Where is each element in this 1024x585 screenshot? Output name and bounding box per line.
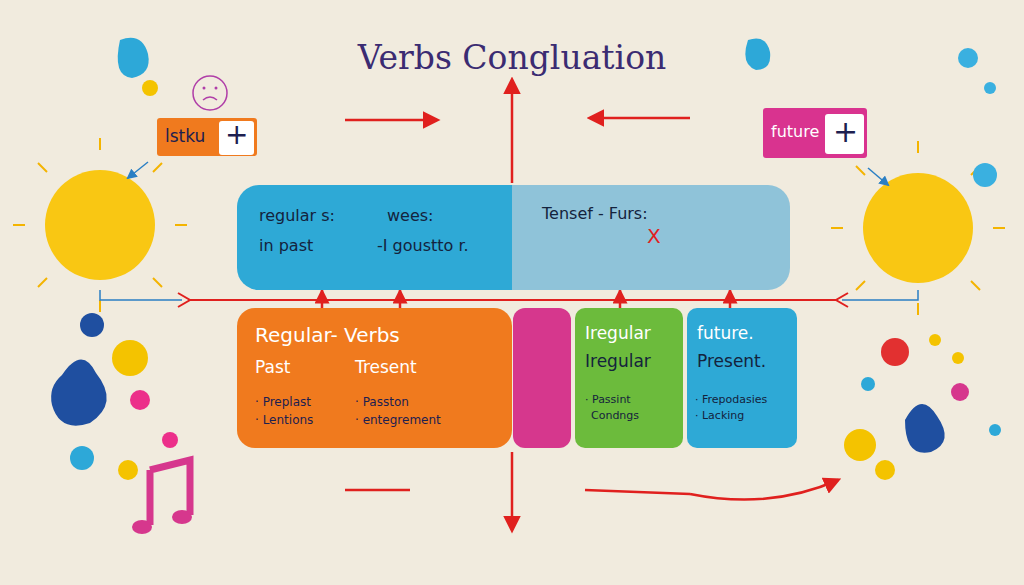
node-text: future. — [697, 324, 754, 344]
node-text: Regular- Verbs — [255, 324, 400, 347]
info-box: regular s: wees: in past -I goustto r. — [237, 185, 512, 290]
node-text: Present. — [697, 352, 766, 372]
tag-box: lstku + — [157, 118, 257, 156]
sun-right — [831, 141, 1005, 315]
node-text: · Passton — [355, 396, 409, 410]
node-text: · Preplast — [255, 396, 311, 410]
node-text: Past — [255, 358, 290, 378]
node-text: future — [771, 123, 819, 141]
connector-arrow — [729, 290, 732, 308]
connector-arrow — [619, 290, 622, 308]
node-text: Tresent — [355, 358, 417, 378]
tag-box: future + — [763, 108, 867, 158]
connector-arrow — [399, 290, 402, 308]
plus-box: + — [219, 121, 254, 155]
connector-arrow — [321, 290, 324, 308]
node-text: Iregular — [585, 324, 651, 344]
verb-box: IregularIregular· PassintCondngs — [575, 308, 683, 448]
verb-box: Regular- VerbsPast Tresent · Preplast · Len… — [237, 308, 512, 448]
node-text: in past — [259, 237, 313, 255]
diagram-title: Verbs Congluation — [0, 38, 1024, 77]
node-text: lstku — [165, 127, 205, 147]
node-text: · Passint — [585, 394, 631, 407]
node-text: -I goustto r. — [377, 237, 469, 255]
node-text: + — [833, 115, 858, 150]
sun-left — [13, 138, 187, 312]
tense-box: Tensef - Furs: X — [512, 185, 790, 290]
node-text: Condngs — [591, 410, 639, 423]
node-text: Iregular — [585, 352, 651, 372]
node-text: · Frepodasies — [695, 394, 767, 407]
node-text: regular s: — [259, 207, 335, 225]
node-text: wees: — [387, 207, 434, 225]
node-text: · Lacking — [695, 410, 744, 423]
node-text: + — [225, 119, 248, 151]
node-text: X — [643, 225, 665, 248]
node-text: Tensef - Furs: — [542, 205, 648, 223]
verb-box: future. Present. · Frepodasies · Lacking — [687, 308, 797, 448]
node-text: · Lentions — [255, 414, 313, 428]
node-text: · entegrement — [355, 414, 441, 428]
plus-box: + — [825, 114, 864, 154]
